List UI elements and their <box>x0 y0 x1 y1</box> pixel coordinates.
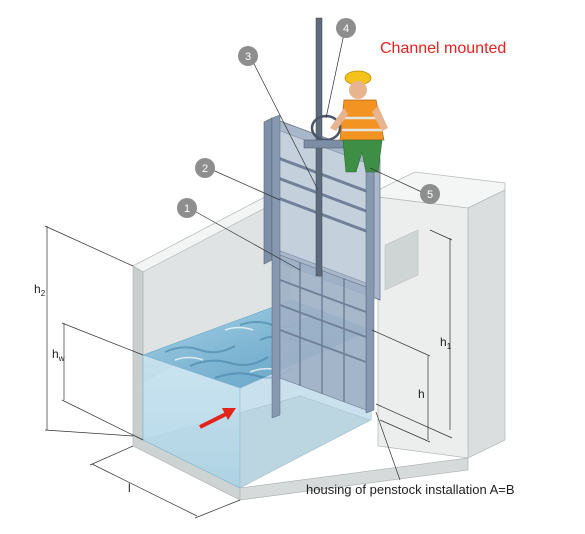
label-l: l <box>128 481 131 495</box>
callout-2: 2 <box>195 158 215 178</box>
callout-1: 1 <box>177 198 197 218</box>
label-hw-main: h <box>52 347 59 361</box>
callout-leaders <box>188 28 427 271</box>
label-h1-sub: 1 <box>447 342 452 351</box>
callout-1-label: 1 <box>184 203 190 215</box>
label-hw-sub: w <box>58 354 65 363</box>
dimension-labels: h2 hw h1 h l <box>34 282 452 495</box>
label-h: h <box>418 387 425 401</box>
callout-3-label: 3 <box>245 51 251 63</box>
callout-4-label: 4 <box>343 23 349 35</box>
callout-2-label: 2 <box>202 163 208 175</box>
label-h1-main: h <box>440 335 447 349</box>
label-h2-main: h <box>34 282 41 296</box>
callout-3: 3 <box>238 46 258 66</box>
flow-arrow <box>199 408 236 429</box>
label-hw: hw <box>52 347 65 363</box>
dimension-lines <box>44 225 453 519</box>
label-h2: h2 <box>34 282 46 298</box>
worker-figure <box>330 70 388 173</box>
installation-caption: housing of penstock installation A=B <box>306 482 515 497</box>
diagram-title: Channel mounted <box>380 40 506 57</box>
label-h1: h1 <box>440 335 452 351</box>
callout-5: 5 <box>420 184 440 204</box>
callout-4: 4 <box>336 18 356 38</box>
label-h2-sub: 2 <box>41 289 46 298</box>
callout-5-label: 5 <box>427 189 433 201</box>
